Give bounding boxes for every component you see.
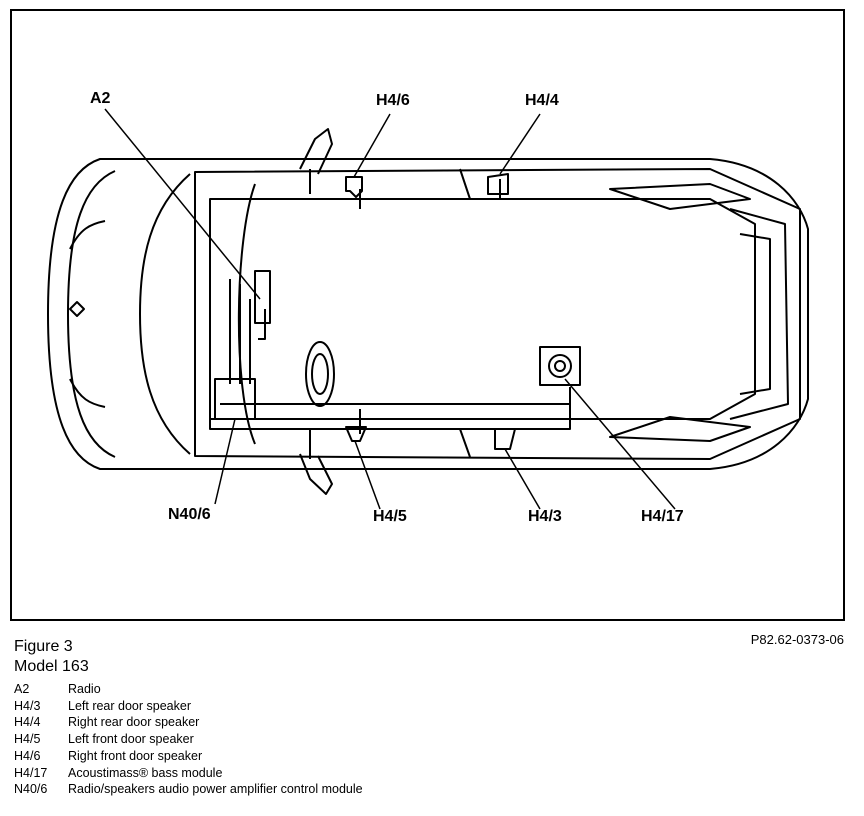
- figure-title: Figure 3: [14, 638, 73, 655]
- legend-code: A2: [14, 682, 30, 696]
- leader-h4-3: [504, 448, 541, 510]
- callout-h4-17: H4/17: [641, 508, 684, 525]
- vehicle-diagram: [47, 108, 809, 510]
- callout-h4-3: H4/3: [528, 508, 562, 525]
- legend-desc: Left front door speaker: [68, 732, 194, 747]
- left-mirror: [299, 453, 333, 495]
- legend-desc: Radio/speakers audio power amplifier con…: [68, 782, 363, 797]
- emblem: [69, 301, 85, 317]
- speaker-h4-4: [487, 173, 509, 195]
- callout-h4-5: H4/5: [373, 508, 407, 525]
- leader-a2: [104, 108, 261, 300]
- speaker-h4-5: [345, 426, 367, 442]
- leader-h4-17: [564, 378, 676, 510]
- legend-row: H4/17 Acoustimass® bass module: [14, 765, 363, 782]
- vehicle-body-outline: [47, 158, 809, 470]
- legend-code: H4/4: [14, 715, 41, 730]
- diagram-frame: [10, 9, 845, 621]
- legend-code: H4/17: [14, 765, 48, 780]
- legend-row: H4/3 Left rear door speaker: [14, 698, 363, 715]
- legend-code: H4/3: [14, 698, 41, 713]
- leader-h4-4: [499, 113, 541, 175]
- legend-desc: Right rear door speaker: [68, 715, 200, 730]
- legend-desc: Right front door speaker: [68, 748, 203, 763]
- legend-desc: Radio: [68, 682, 101, 696]
- legend-code: N40/6: [14, 782, 48, 797]
- cabin-outline: [194, 168, 801, 460]
- legend-row: A2 Radio: [14, 681, 363, 698]
- leader-h4-6: [353, 113, 391, 178]
- callout-a2: A2: [90, 90, 111, 107]
- model-label: Model 163: [14, 658, 89, 675]
- bass-module-h4-17: [539, 346, 581, 386]
- callout-n40-6: N40/6: [168, 506, 211, 523]
- legend-row: H4/6 Right front door speaker: [14, 748, 363, 765]
- steering-wheel: [305, 341, 335, 407]
- wiring-harness: [209, 387, 571, 430]
- radio-a2: [254, 270, 271, 324]
- speaker-h4-3: [494, 428, 516, 450]
- legend-desc: Acoustimass® bass module: [68, 765, 223, 780]
- legend-row: H4/4 Right rear door speaker: [14, 714, 363, 731]
- leader-n40-6: [214, 418, 236, 505]
- right-mirror: [299, 128, 333, 175]
- leader-h4-5: [354, 440, 381, 510]
- legend-code: H4/5: [14, 732, 41, 747]
- reference-number: P82.62-0373-06: [750, 632, 844, 647]
- speaker-h4-6: [345, 176, 363, 198]
- amplifier-n40-6: [214, 378, 256, 420]
- callout-h4-6: H4/6: [376, 92, 410, 109]
- legend-row: H4/5 Left front door speaker: [14, 731, 363, 748]
- callout-h4-4: H4/4: [525, 92, 559, 109]
- legend-row: N40/6 Radio/speakers audio power amplifie…: [14, 781, 363, 798]
- legend-code: H4/6: [14, 748, 41, 763]
- legend-desc: Left rear door speaker: [68, 698, 191, 713]
